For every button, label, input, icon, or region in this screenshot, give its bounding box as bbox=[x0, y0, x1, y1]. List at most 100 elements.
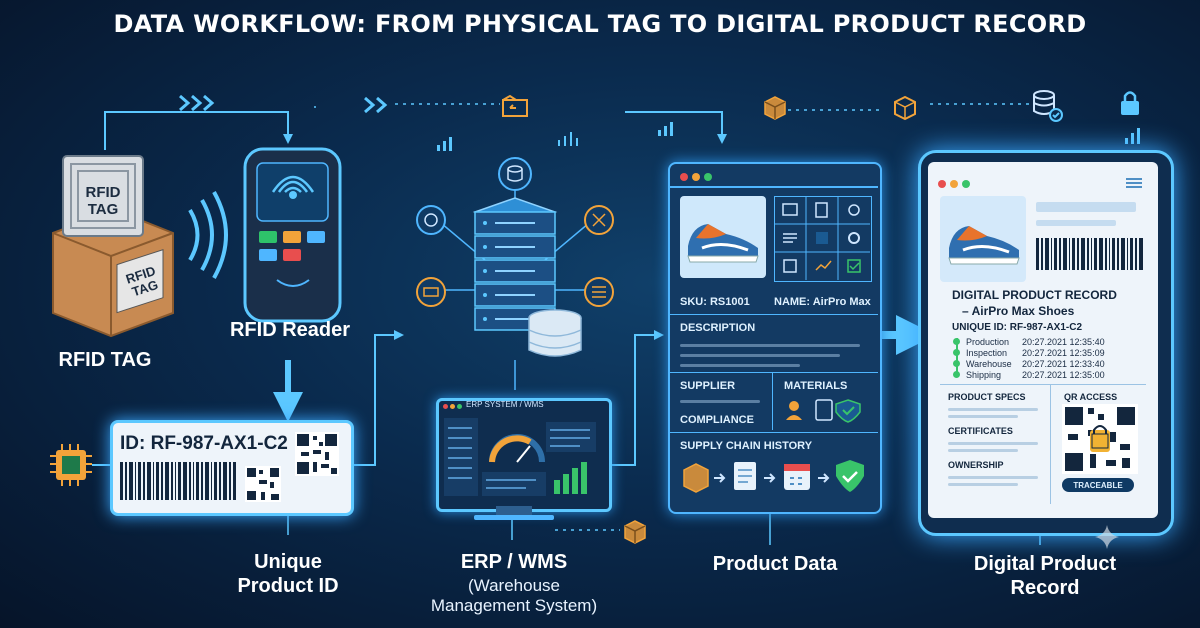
menu-icon[interactable] bbox=[1124, 176, 1144, 190]
supplier-label: SUPPLIER bbox=[680, 380, 736, 392]
qr-code-small bbox=[245, 466, 281, 502]
timeline-dot bbox=[953, 360, 960, 367]
timeline-step: Production bbox=[966, 336, 1010, 347]
dpr-divider bbox=[940, 384, 1146, 385]
supplier-line bbox=[680, 400, 760, 403]
ownership-label: OWNERSHIP bbox=[948, 460, 1004, 470]
product-name-text: NAME: AirPro Max bbox=[774, 296, 871, 308]
product-specs-label: PRODUCT SPECS bbox=[948, 392, 1026, 402]
panel-divider bbox=[668, 186, 878, 188]
chip-icon bbox=[50, 444, 92, 486]
timeline-dot bbox=[953, 338, 960, 345]
timeline-item: Warehouse 20:27.2021 12:33:40 bbox=[953, 358, 1105, 369]
traceable-badge: TRACEABLE bbox=[1062, 478, 1134, 492]
stage-label-rfid-tag: RFID TAG bbox=[58, 349, 152, 371]
dpr-header-bar bbox=[1036, 202, 1136, 212]
timeline-time: 20:27.2021 12:35:09 bbox=[1022, 347, 1105, 358]
rfid-reader-device bbox=[243, 147, 342, 323]
dpr-line2: Record bbox=[1010, 577, 1080, 599]
signal-dots-icon bbox=[558, 132, 578, 146]
panel-divider-3 bbox=[668, 372, 878, 373]
panel-dot-red bbox=[680, 173, 688, 181]
window-dot-red bbox=[443, 404, 448, 409]
qr-access-label: QR ACCESS bbox=[1064, 392, 1118, 402]
stage-label-unique-id: Unique Product ID bbox=[208, 550, 368, 598]
shoe-icon bbox=[687, 224, 759, 263]
dpr-divider-v bbox=[1050, 384, 1051, 504]
dpr-dot-red bbox=[938, 180, 946, 188]
panel-dot-yellow bbox=[692, 173, 700, 181]
erp-server-hub bbox=[416, 157, 614, 390]
unique-id-line2: Product ID bbox=[237, 575, 339, 597]
timeline-item: Inspection 20:27.2021 12:35:09 bbox=[953, 347, 1105, 358]
desc-line bbox=[680, 344, 860, 347]
dpr-shoe-icon bbox=[948, 226, 1020, 265]
compliance-label: COMPLIANCE bbox=[680, 414, 754, 426]
dpr-header-bar-2 bbox=[1036, 220, 1116, 226]
desc-line bbox=[680, 354, 840, 357]
stage-label-product-data: Product Data bbox=[712, 553, 838, 575]
erp-line1: ERP / WMS bbox=[460, 551, 568, 573]
stage-label-dpr: Digital Product Record bbox=[950, 552, 1140, 600]
dpr-dot-green bbox=[962, 180, 970, 188]
dpr-line1: Digital Product bbox=[973, 553, 1117, 575]
rfid-tag-box bbox=[52, 155, 174, 338]
tag-label-line1: RFID bbox=[85, 184, 121, 201]
description-label: DESCRIPTION bbox=[680, 322, 756, 334]
database-icon bbox=[1033, 90, 1063, 122]
timeline-list: Production 20:27.2021 12:35:40 Inspectio… bbox=[953, 336, 1105, 380]
panel-dot-green bbox=[704, 173, 712, 181]
certificates-label: CERTIFICATES bbox=[948, 426, 1013, 436]
timeline-time: 20:27.2021 12:35:40 bbox=[1022, 336, 1105, 347]
window-dot-green bbox=[457, 404, 462, 409]
sparkle-icon bbox=[1095, 525, 1119, 549]
monitor-base bbox=[474, 515, 554, 520]
stage-sub-erp: (Warehouse Management System) bbox=[412, 576, 616, 616]
panel-divider-v bbox=[772, 372, 773, 430]
supply-chain-label: SUPPLY CHAIN HISTORY bbox=[680, 440, 813, 452]
window-dot-yellow bbox=[450, 404, 455, 409]
erp-screen-label: ERP SYSTEM / WMS bbox=[466, 400, 544, 409]
dpr-qr-code[interactable] bbox=[1062, 404, 1138, 474]
monitor-stand bbox=[496, 506, 532, 516]
unique-id-line1: Unique bbox=[254, 551, 322, 573]
timeline-dot bbox=[953, 349, 960, 356]
qr-code bbox=[295, 432, 339, 476]
specs-line bbox=[948, 415, 1018, 418]
dpr-dot-yellow bbox=[950, 180, 958, 188]
own-line bbox=[948, 476, 1038, 479]
barcode bbox=[120, 462, 236, 500]
product-id-text: ID: RF-987-AX1-C2 bbox=[120, 433, 288, 454]
stage-label-rfid-reader: RFID Reader bbox=[229, 319, 351, 341]
timeline-item: Production 20:27.2021 12:35:40 bbox=[953, 336, 1105, 347]
stage-label-erp: ERP / WMS bbox=[422, 550, 606, 574]
traceable-badge-text: TRACEABLE bbox=[1073, 480, 1123, 490]
supply-chain-icons bbox=[683, 460, 864, 493]
signal-wave-icon bbox=[188, 191, 228, 279]
lock-icon bbox=[1121, 91, 1139, 115]
own-line bbox=[948, 483, 1018, 486]
tag-label: RFID TAG bbox=[63, 184, 143, 218]
tag-label-line2: TAG bbox=[87, 201, 119, 218]
timeline-dot bbox=[953, 371, 960, 378]
cert-line bbox=[948, 442, 1038, 445]
erp-line2: (Warehouse bbox=[468, 576, 560, 595]
timeline-time: 20:27.2021 12:33:40 bbox=[1022, 358, 1105, 369]
dpr-heading-line2: – AirPro Max Shoes bbox=[962, 304, 1075, 318]
folder-icon bbox=[502, 94, 528, 117]
erp-dashboard bbox=[444, 418, 596, 496]
cert-line bbox=[948, 449, 1018, 452]
box-icon bbox=[764, 96, 786, 120]
timeline-item: Shipping 20:27.2021 12:35:00 bbox=[953, 369, 1105, 380]
timeline-step: Inspection bbox=[966, 347, 1008, 358]
icon-grid-cells bbox=[774, 196, 870, 280]
dpr-unique-id: UNIQUE ID: RF-987-AX1-C2 bbox=[952, 322, 1083, 333]
panel-divider-4 bbox=[668, 432, 878, 433]
package-icon bbox=[894, 95, 916, 121]
materials-icons bbox=[786, 399, 861, 423]
erp-line3: Management System) bbox=[430, 596, 598, 615]
timeline-step: Warehouse bbox=[966, 358, 1012, 369]
timeline-line bbox=[956, 338, 958, 376]
